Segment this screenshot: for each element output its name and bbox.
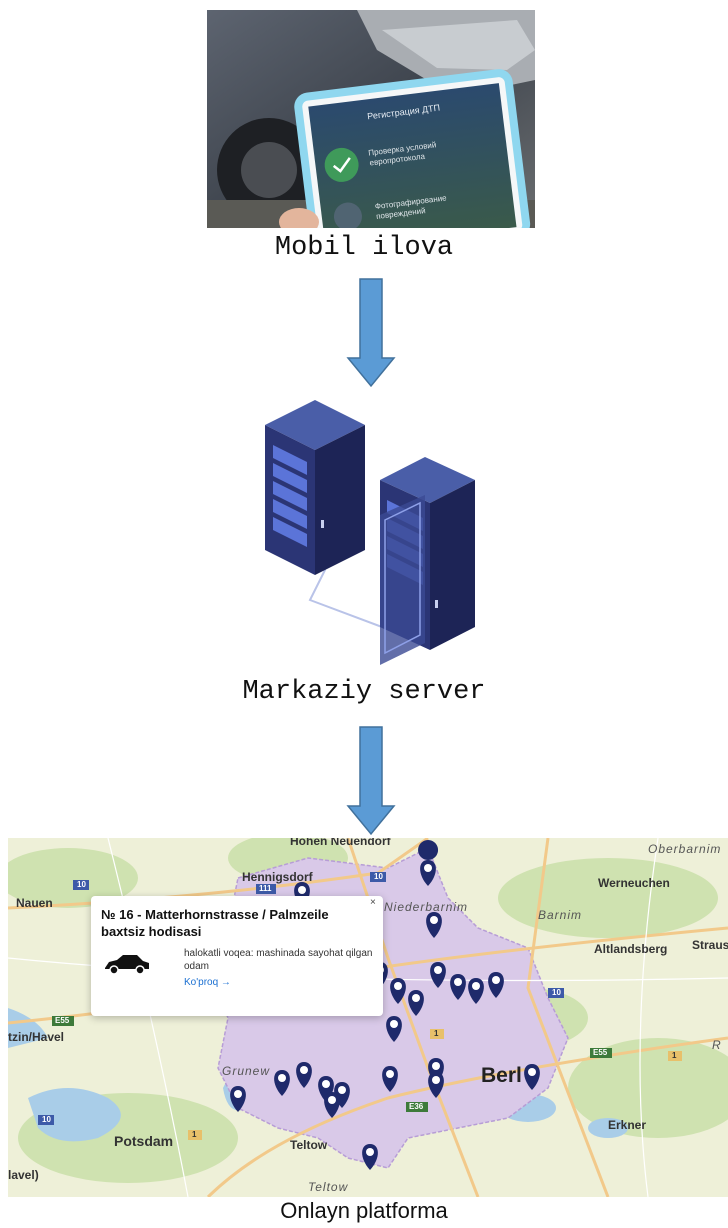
map-label: Hennigsdorf xyxy=(242,870,313,884)
mobile-app-photo: Регистрация ДТП Проверка условий европро… xyxy=(207,10,535,228)
map-label: Barnim xyxy=(538,908,583,922)
map-label: Grunew xyxy=(222,1064,271,1078)
map-label: R xyxy=(712,1038,722,1052)
popup-description: halokatli voqea: mashinada sayohat qilga… xyxy=(184,948,373,972)
caption-mobile-app: Mobil ilova xyxy=(274,233,454,263)
car-icon xyxy=(105,955,149,975)
map-label: Erkner xyxy=(608,1118,647,1132)
map-label: Werneuchen xyxy=(598,876,670,890)
road-label: 10 xyxy=(42,1115,51,1124)
down-arrow-icon xyxy=(346,726,396,836)
road-label: 111 xyxy=(259,884,272,893)
road-label: 1 xyxy=(434,1029,439,1038)
road-label: 10 xyxy=(374,872,383,881)
map-label: Teltow xyxy=(290,1138,328,1152)
online-platform-map[interactable]: Hohen Neuendorf Oberbarnim Hennigsdorf W… xyxy=(8,838,728,1197)
map-label: Berl xyxy=(481,1064,522,1087)
server-icon xyxy=(265,400,475,665)
map-label: Teltow xyxy=(308,1180,349,1194)
more-link[interactable]: Ko'proq → xyxy=(184,977,231,988)
map-label: tzin/Havel xyxy=(8,1030,65,1044)
map-label: Straus xyxy=(692,938,728,952)
down-arrow-icon xyxy=(346,278,396,388)
close-icon[interactable]: × xyxy=(370,897,376,908)
caption-central-server: Markaziy server xyxy=(242,677,486,707)
road-label: E55 xyxy=(55,1016,70,1025)
road-label: 1 xyxy=(192,1130,197,1139)
popup-title: № 16 - Matterhornstrasse / Palmzeile bax… xyxy=(101,907,329,939)
map-label: Potsdam xyxy=(114,1133,174,1149)
map-label: Hohen Neuendorf xyxy=(290,838,391,848)
road-label: E36 xyxy=(409,1102,424,1111)
map-label: Altlandsberg xyxy=(594,942,668,956)
road-label: 10 xyxy=(552,988,561,997)
map-label: Oberbarnim xyxy=(648,842,722,856)
map-label: Niederbarnim xyxy=(384,900,469,914)
map-label: Nauen xyxy=(16,896,53,910)
road-label: 1 xyxy=(672,1051,677,1060)
caption-online-platform: Onlayn platforma xyxy=(280,1198,448,1223)
road-label: 10 xyxy=(77,880,86,889)
map-label: lavel) xyxy=(8,1168,39,1182)
accident-popup: × № 16 - Matterhornstrasse / Palmzeile b… xyxy=(91,896,383,1016)
road-label: E55 xyxy=(593,1048,608,1057)
